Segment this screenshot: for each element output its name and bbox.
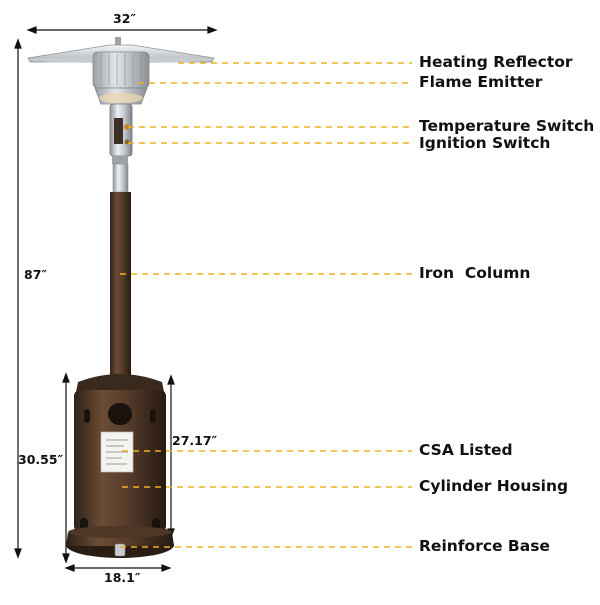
iron-column-label: Iron Column: [419, 264, 531, 282]
base-diameter-dimension-label: 18.1″: [104, 570, 141, 585]
burner-assembly: [109, 103, 133, 164]
leader-lines: [120, 62, 412, 548]
cylinder-housing: [74, 374, 166, 532]
ignition-switch-label: Ignition Switch: [419, 134, 551, 152]
csa-listed-label: CSA Listed: [419, 441, 513, 459]
dimension-lines: [14, 26, 218, 572]
base-height-dimension-label: 30.55″: [18, 452, 64, 467]
iron-column: [110, 163, 131, 377]
flame-emitter-label: Flame Emitter: [419, 73, 543, 91]
reinforce-base: [66, 526, 174, 558]
temperature-switch-label: Temperature Switch: [419, 117, 595, 135]
housing-height-dimension-label: 27.17″: [172, 433, 218, 448]
housing-vent-hole: [108, 403, 132, 425]
temperature-switch-knob: [124, 124, 130, 130]
heating-reflector-label: Heating Reflector: [419, 53, 573, 71]
height-dimension-label: 87″: [24, 267, 47, 282]
cylinder-housing-label: Cylinder Housing: [419, 477, 569, 495]
width-dimension-label: 32″: [113, 11, 136, 26]
flame-emitter: [92, 51, 150, 105]
reinforce-base-label: Reinforce Base: [419, 537, 550, 555]
